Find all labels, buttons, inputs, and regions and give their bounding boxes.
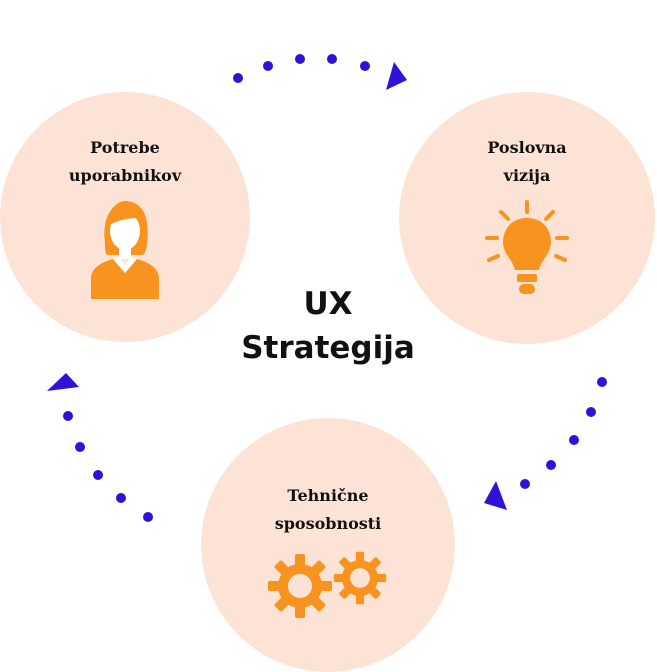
node-label: Poslovna vizija: [487, 138, 567, 185]
arrowhead-left: [47, 373, 79, 391]
node-label: Potrebe uporabnikov: [68, 138, 182, 185]
lightbulb-icon: [481, 200, 573, 300]
node-business-vision: Poslovna vizija: [399, 92, 655, 344]
arrow-right: [484, 377, 607, 510]
arrow-left: [47, 373, 153, 522]
node-user-needs: Potrebe uporabnikov: [0, 92, 250, 342]
gears-icon: [266, 550, 390, 620]
arrowhead-top: [386, 62, 407, 90]
user-woman-icon: [87, 199, 163, 299]
arrow-top: [233, 54, 407, 90]
arrowhead-right: [484, 481, 507, 510]
node-label: Tehnične sposobnosti: [274, 486, 382, 533]
node-technical-capabilities: Tehnične sposobnosti: [201, 418, 455, 672]
center-title: UX Strategija: [241, 286, 415, 366]
